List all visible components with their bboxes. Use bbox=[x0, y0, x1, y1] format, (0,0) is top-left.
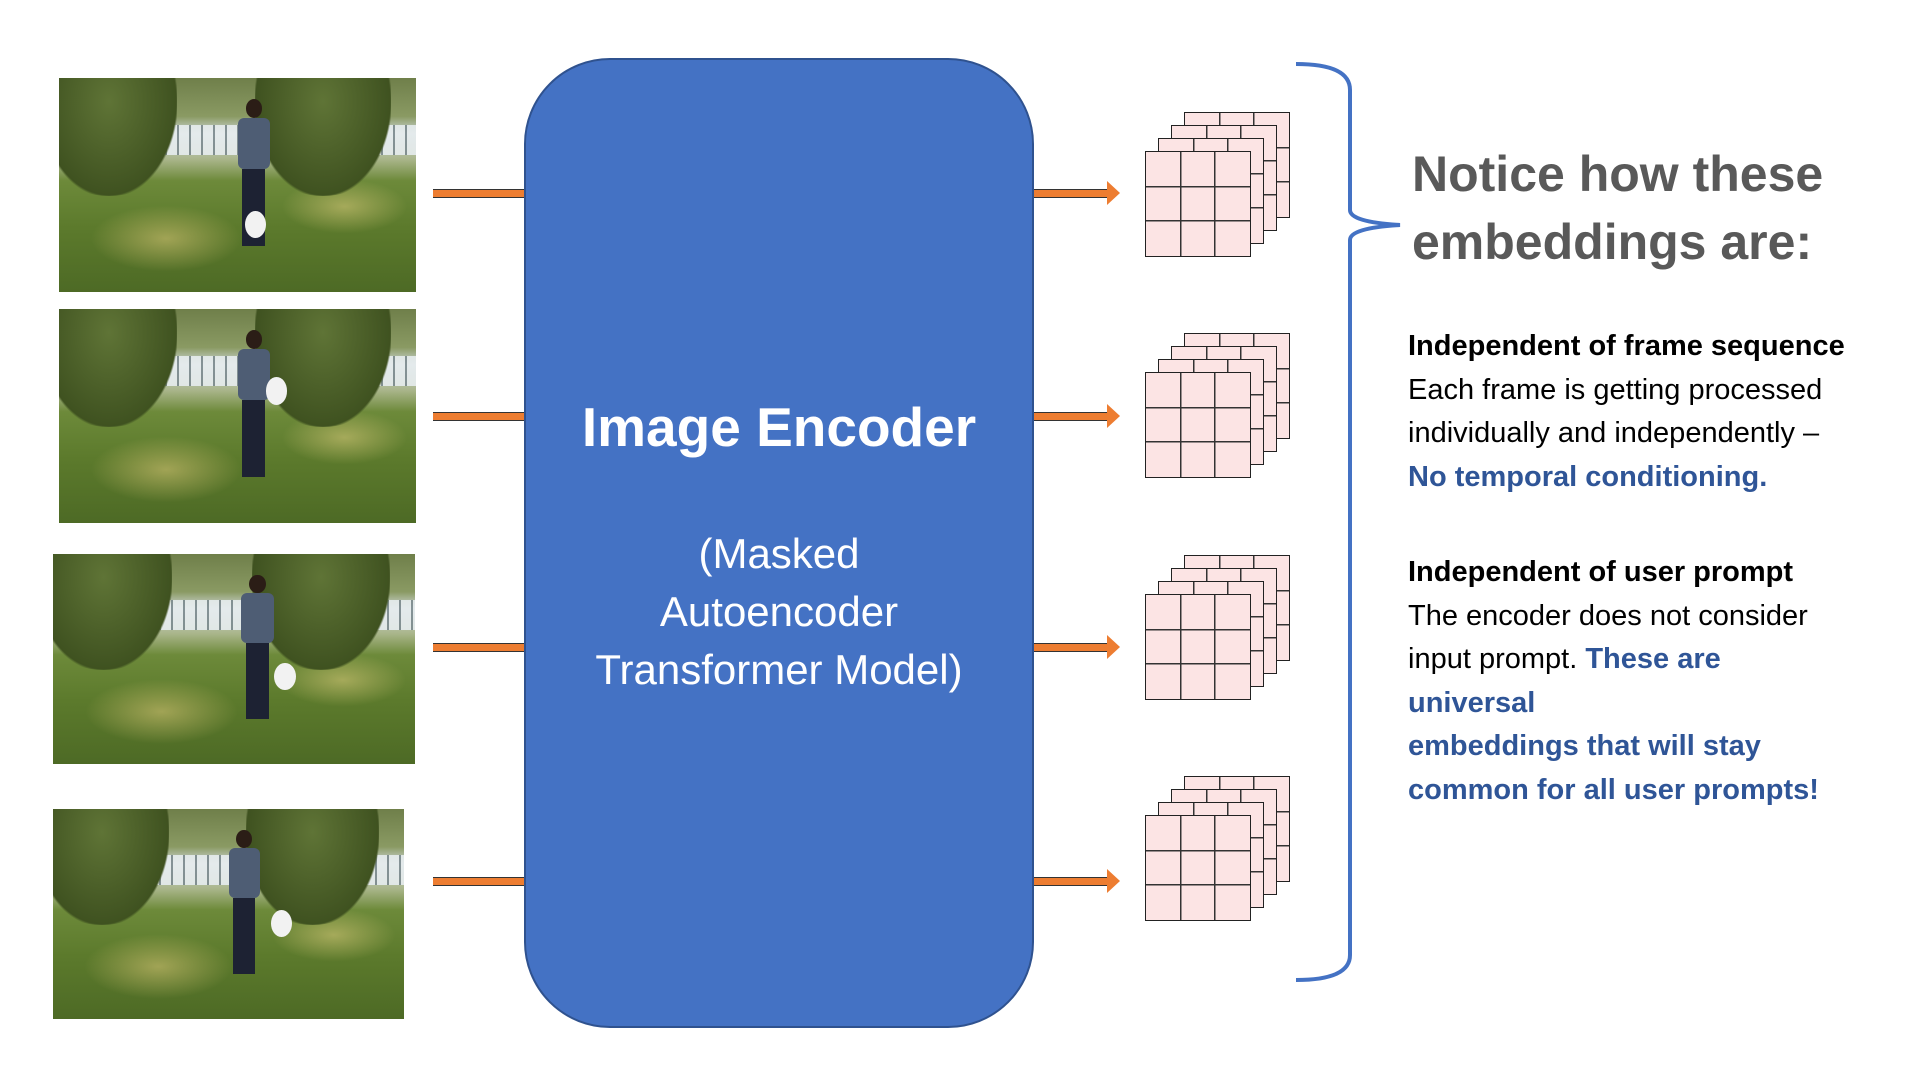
note-text: The encoder does not consider bbox=[1408, 599, 1808, 632]
embedding-stack-4 bbox=[1145, 775, 1325, 925]
input-arrow-4 bbox=[433, 877, 525, 886]
embedding-stack-3 bbox=[1145, 554, 1325, 704]
encoder-subtitle: (Masked Autoencoder Transformer Model) bbox=[526, 525, 1032, 699]
embedding-grid bbox=[1145, 594, 1251, 700]
embedding-grid bbox=[1145, 151, 1251, 257]
soccer-ball bbox=[273, 663, 296, 691]
note-text: input prompt. bbox=[1408, 643, 1586, 675]
output-arrow-1 bbox=[1034, 181, 1120, 205]
note-title: Independent of user prompt bbox=[1408, 556, 1794, 588]
encoder-title: Image Encoder bbox=[581, 396, 977, 458]
input-arrow-1 bbox=[433, 189, 525, 198]
video-frame-4 bbox=[53, 809, 404, 1019]
output-arrow-3 bbox=[1034, 635, 1120, 659]
person-figure bbox=[241, 575, 274, 726]
note-text: individually and independently – bbox=[1408, 417, 1820, 449]
notes-heading: Notice how these embeddings are: bbox=[1412, 140, 1823, 276]
output-arrow-2 bbox=[1034, 404, 1120, 428]
encoder-subtitle-line: (Masked bbox=[698, 530, 860, 577]
notes-heading-line: Notice how these bbox=[1412, 146, 1824, 202]
notes-heading-line: embeddings are: bbox=[1412, 214, 1813, 270]
video-frame-2 bbox=[59, 309, 416, 523]
person-figure bbox=[237, 330, 270, 484]
embedding-grid bbox=[1145, 815, 1251, 921]
embedding-grid bbox=[1145, 372, 1251, 478]
person-figure bbox=[228, 830, 261, 981]
embedding-stack-2 bbox=[1145, 332, 1325, 482]
note-text: Each frame is getting processed bbox=[1408, 373, 1823, 406]
embedding-stack-1 bbox=[1145, 111, 1325, 261]
note-highlight: No temporal conditioning. bbox=[1408, 460, 1768, 493]
soccer-ball bbox=[266, 377, 288, 406]
input-arrow-3 bbox=[433, 643, 525, 652]
encoder-subtitle-line: Transformer Model) bbox=[595, 646, 963, 693]
output-arrow-4 bbox=[1034, 869, 1120, 893]
note-highlight: common for all user prompts! bbox=[1408, 773, 1819, 806]
encoder-subtitle-line: Autoencoder bbox=[659, 588, 899, 635]
note-user-prompt: Independent of user prompt The encoder d… bbox=[1408, 551, 1819, 812]
note-title: Independent of frame sequence bbox=[1408, 330, 1845, 362]
soccer-ball bbox=[270, 909, 292, 938]
video-frame-3 bbox=[53, 554, 415, 764]
note-frame-sequence: Independent of frame sequence Each frame… bbox=[1408, 325, 1845, 499]
image-encoder-block: Image Encoder (Masked Autoencoder Transf… bbox=[524, 58, 1034, 1028]
soccer-ball bbox=[244, 210, 267, 239]
note-highlight: These are bbox=[1585, 643, 1721, 675]
video-frame-1 bbox=[59, 78, 416, 292]
note-highlight: universal bbox=[1408, 686, 1536, 719]
right-brace-icon bbox=[1295, 62, 1401, 982]
note-highlight: embeddings that will stay bbox=[1408, 730, 1761, 762]
input-arrow-2 bbox=[433, 412, 525, 421]
